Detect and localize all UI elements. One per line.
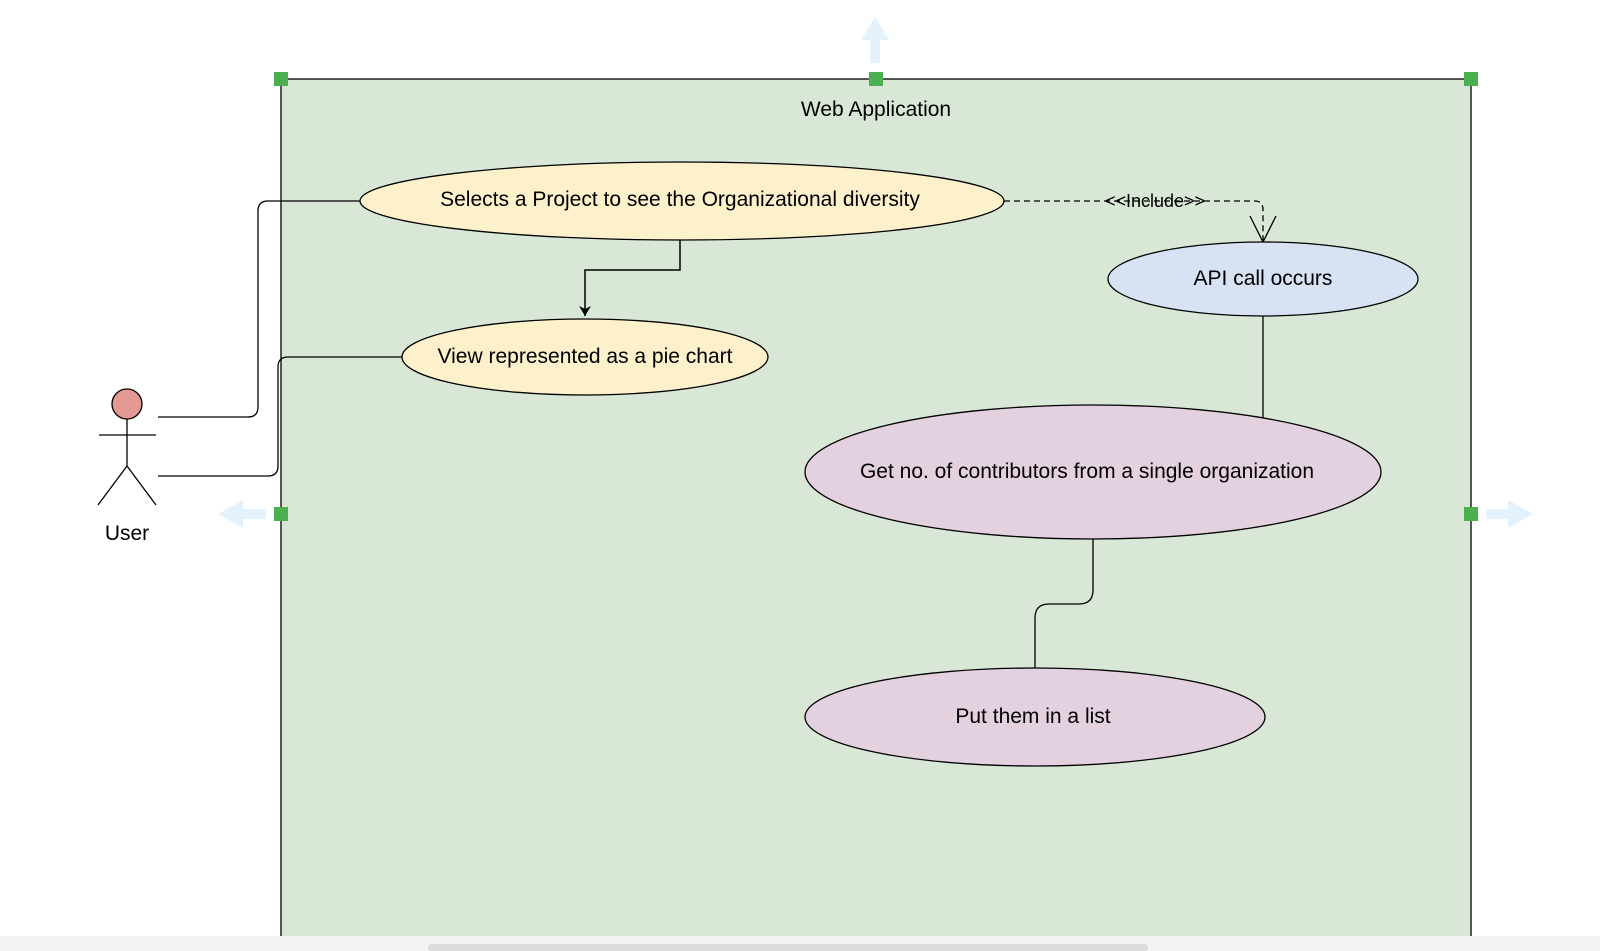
- actor-label: User: [105, 522, 149, 545]
- usecase-select-project[interactable]: Selects a Project to see the Organizatio…: [359, 161, 1005, 241]
- usecase-get-contributors[interactable]: Get no. of contributors from a single or…: [804, 404, 1382, 540]
- boundary-title: Web Application: [801, 98, 951, 121]
- usecase-view-pie[interactable]: View represented as a pie chart: [401, 318, 769, 396]
- select-to-view-arrow[interactable]: [579, 222, 681, 316]
- contributors-to-list-line[interactable]: [1034, 538, 1094, 668]
- actor-body: [97, 419, 157, 506]
- usecase-select-project-label: Selects a Project to see the Organizatio…: [440, 188, 920, 211]
- usecase-api-call-label: API call occurs: [1194, 267, 1333, 290]
- horizontal-scrollbar-thumb[interactable]: [428, 944, 1148, 951]
- usecase-view-pie-label: View represented as a pie chart: [438, 345, 733, 368]
- hint-arrow-right-icon[interactable]: [1486, 500, 1533, 528]
- resize-handle-middle-right[interactable]: [1464, 507, 1478, 521]
- include-label: <<Include>>: [1105, 191, 1205, 211]
- resize-handle-top-left[interactable]: [274, 72, 288, 86]
- usecase-get-contributors-label: Get no. of contributors from a single or…: [860, 460, 1314, 483]
- actor-to-select-line[interactable]: [158, 200, 360, 418]
- usecase-put-list-label: Put them in a list: [955, 705, 1110, 728]
- usecase-api-call[interactable]: API call occurs: [1107, 241, 1419, 317]
- horizontal-scrollbar[interactable]: [0, 936, 1600, 951]
- resize-handle-top-center[interactable]: [869, 72, 883, 86]
- actor-user[interactable]: User: [97, 388, 157, 545]
- resize-handle-middle-left[interactable]: [274, 507, 288, 521]
- actor-head: [111, 388, 143, 420]
- resize-handle-top-right[interactable]: [1464, 72, 1478, 86]
- actor-to-view-line[interactable]: [158, 356, 404, 477]
- include-dashed-connector[interactable]: [1004, 200, 1264, 240]
- hint-arrow-up-icon[interactable]: [861, 17, 889, 63]
- usecase-put-list[interactable]: Put them in a list: [804, 667, 1266, 767]
- hint-arrow-left-icon[interactable]: [218, 500, 266, 528]
